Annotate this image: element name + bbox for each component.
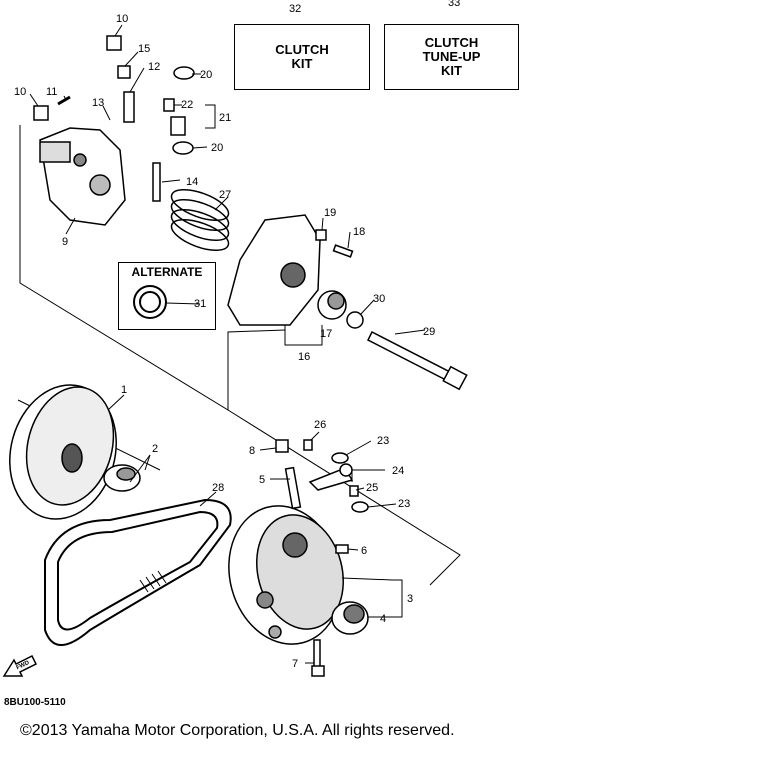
spacer-part[interactable]	[103, 464, 141, 492]
callout-3: 3	[407, 593, 413, 605]
callout-8: 8	[249, 445, 255, 457]
callout-15: 15	[138, 43, 150, 55]
callout-22: 22	[181, 99, 193, 111]
roller-assembly-part[interactable]	[163, 66, 195, 155]
pin-part-12[interactable]	[123, 91, 135, 123]
clutch-kit-box[interactable]: CLUTCH KIT	[234, 24, 370, 90]
callout-21: 21	[219, 112, 231, 124]
tune-up-kit-line-2: TUNE-UP	[422, 49, 481, 64]
washer-part-30[interactable]	[346, 311, 364, 329]
bushing-part-17[interactable]	[317, 290, 347, 320]
callout-4: 4	[380, 613, 386, 625]
callout-27: 27	[219, 189, 231, 201]
callout-26: 26	[314, 419, 326, 431]
nut-part-8[interactable]	[275, 439, 289, 453]
clutch-kit-line-2: KIT	[291, 56, 313, 71]
callout-19: 19	[324, 207, 336, 219]
drive-belt-part[interactable]	[44, 498, 232, 646]
callout-5: 5	[259, 474, 265, 486]
callout-18: 18	[353, 226, 365, 238]
callout-10b: 10	[14, 86, 26, 98]
pin-part-11[interactable]	[57, 95, 71, 106]
kit-32-number: 32	[289, 3, 302, 15]
cap-part-10b[interactable]	[33, 105, 49, 121]
callout-24: 24	[392, 465, 404, 477]
fwd-arrow-icon: FWD	[2, 654, 38, 677]
cap-part-10a[interactable]	[106, 35, 122, 51]
callout-30: 30	[373, 293, 385, 305]
callout-23a: 23	[377, 435, 389, 447]
clutch-tune-up-kit-box[interactable]: CLUTCH TUNE-UP KIT	[384, 24, 519, 90]
clutch-kit-line-1: CLUTCH	[275, 42, 329, 57]
cover-part-16[interactable]	[227, 214, 321, 326]
bolt-part-18[interactable]	[332, 244, 354, 258]
nut-part-15[interactable]	[117, 65, 131, 79]
tune-up-kit-line-1: CLUTCH	[424, 35, 479, 50]
alternate-label: ALTERNATE	[131, 265, 203, 279]
callout-20b: 20	[211, 142, 223, 154]
callout-10a: 10	[116, 13, 128, 25]
movable-sheave-part[interactable]	[214, 493, 356, 657]
callout-20a: 20	[200, 69, 212, 81]
kit-33-number: 33	[448, 0, 461, 9]
pin-part-5[interactable]	[284, 466, 302, 510]
callout-16: 16	[298, 351, 310, 363]
callout-12: 12	[148, 61, 160, 73]
callout-1: 1	[121, 384, 127, 396]
callout-29: 29	[423, 326, 435, 338]
alternate-ring-part-31[interactable]	[133, 285, 167, 319]
callout-25: 25	[366, 482, 378, 494]
callout-2: 2	[152, 443, 158, 455]
weight-assembly-part[interactable]	[303, 439, 369, 513]
fwd-label: FWD	[16, 660, 32, 671]
diagram-code: 8BU100-5110	[4, 697, 66, 708]
callout-31: 31	[194, 298, 206, 310]
tune-up-kit-line-3: KIT	[441, 63, 462, 78]
assembly-outline-lower	[227, 409, 461, 586]
copyright-notice: ©2013 Yamaha Motor Corporation, U.S.A. A…	[20, 722, 455, 739]
callout-13: 13	[92, 97, 104, 109]
callout-23b: 23	[398, 498, 410, 510]
alternate-part-box: ALTERNATE	[118, 262, 216, 330]
callout-17: 17	[320, 328, 332, 340]
nut-part-19[interactable]	[315, 229, 327, 241]
callout-6: 6	[361, 545, 367, 557]
bolt-part-6[interactable]	[335, 544, 349, 554]
callout-28: 28	[212, 482, 224, 494]
fixed-sheave-part[interactable]	[0, 373, 131, 531]
callout-7: 7	[292, 658, 298, 670]
bolt-part-7[interactable]	[311, 639, 325, 677]
spider-part-9[interactable]	[39, 127, 126, 226]
slider-part[interactable]	[331, 601, 369, 635]
bolt-part-29[interactable]	[366, 330, 468, 391]
callout-14: 14	[186, 176, 198, 188]
callout-9: 9	[62, 236, 68, 248]
spring-part-27[interactable]	[168, 183, 233, 256]
callout-11: 11	[46, 86, 57, 98]
bolt-part-14[interactable]	[152, 162, 161, 202]
